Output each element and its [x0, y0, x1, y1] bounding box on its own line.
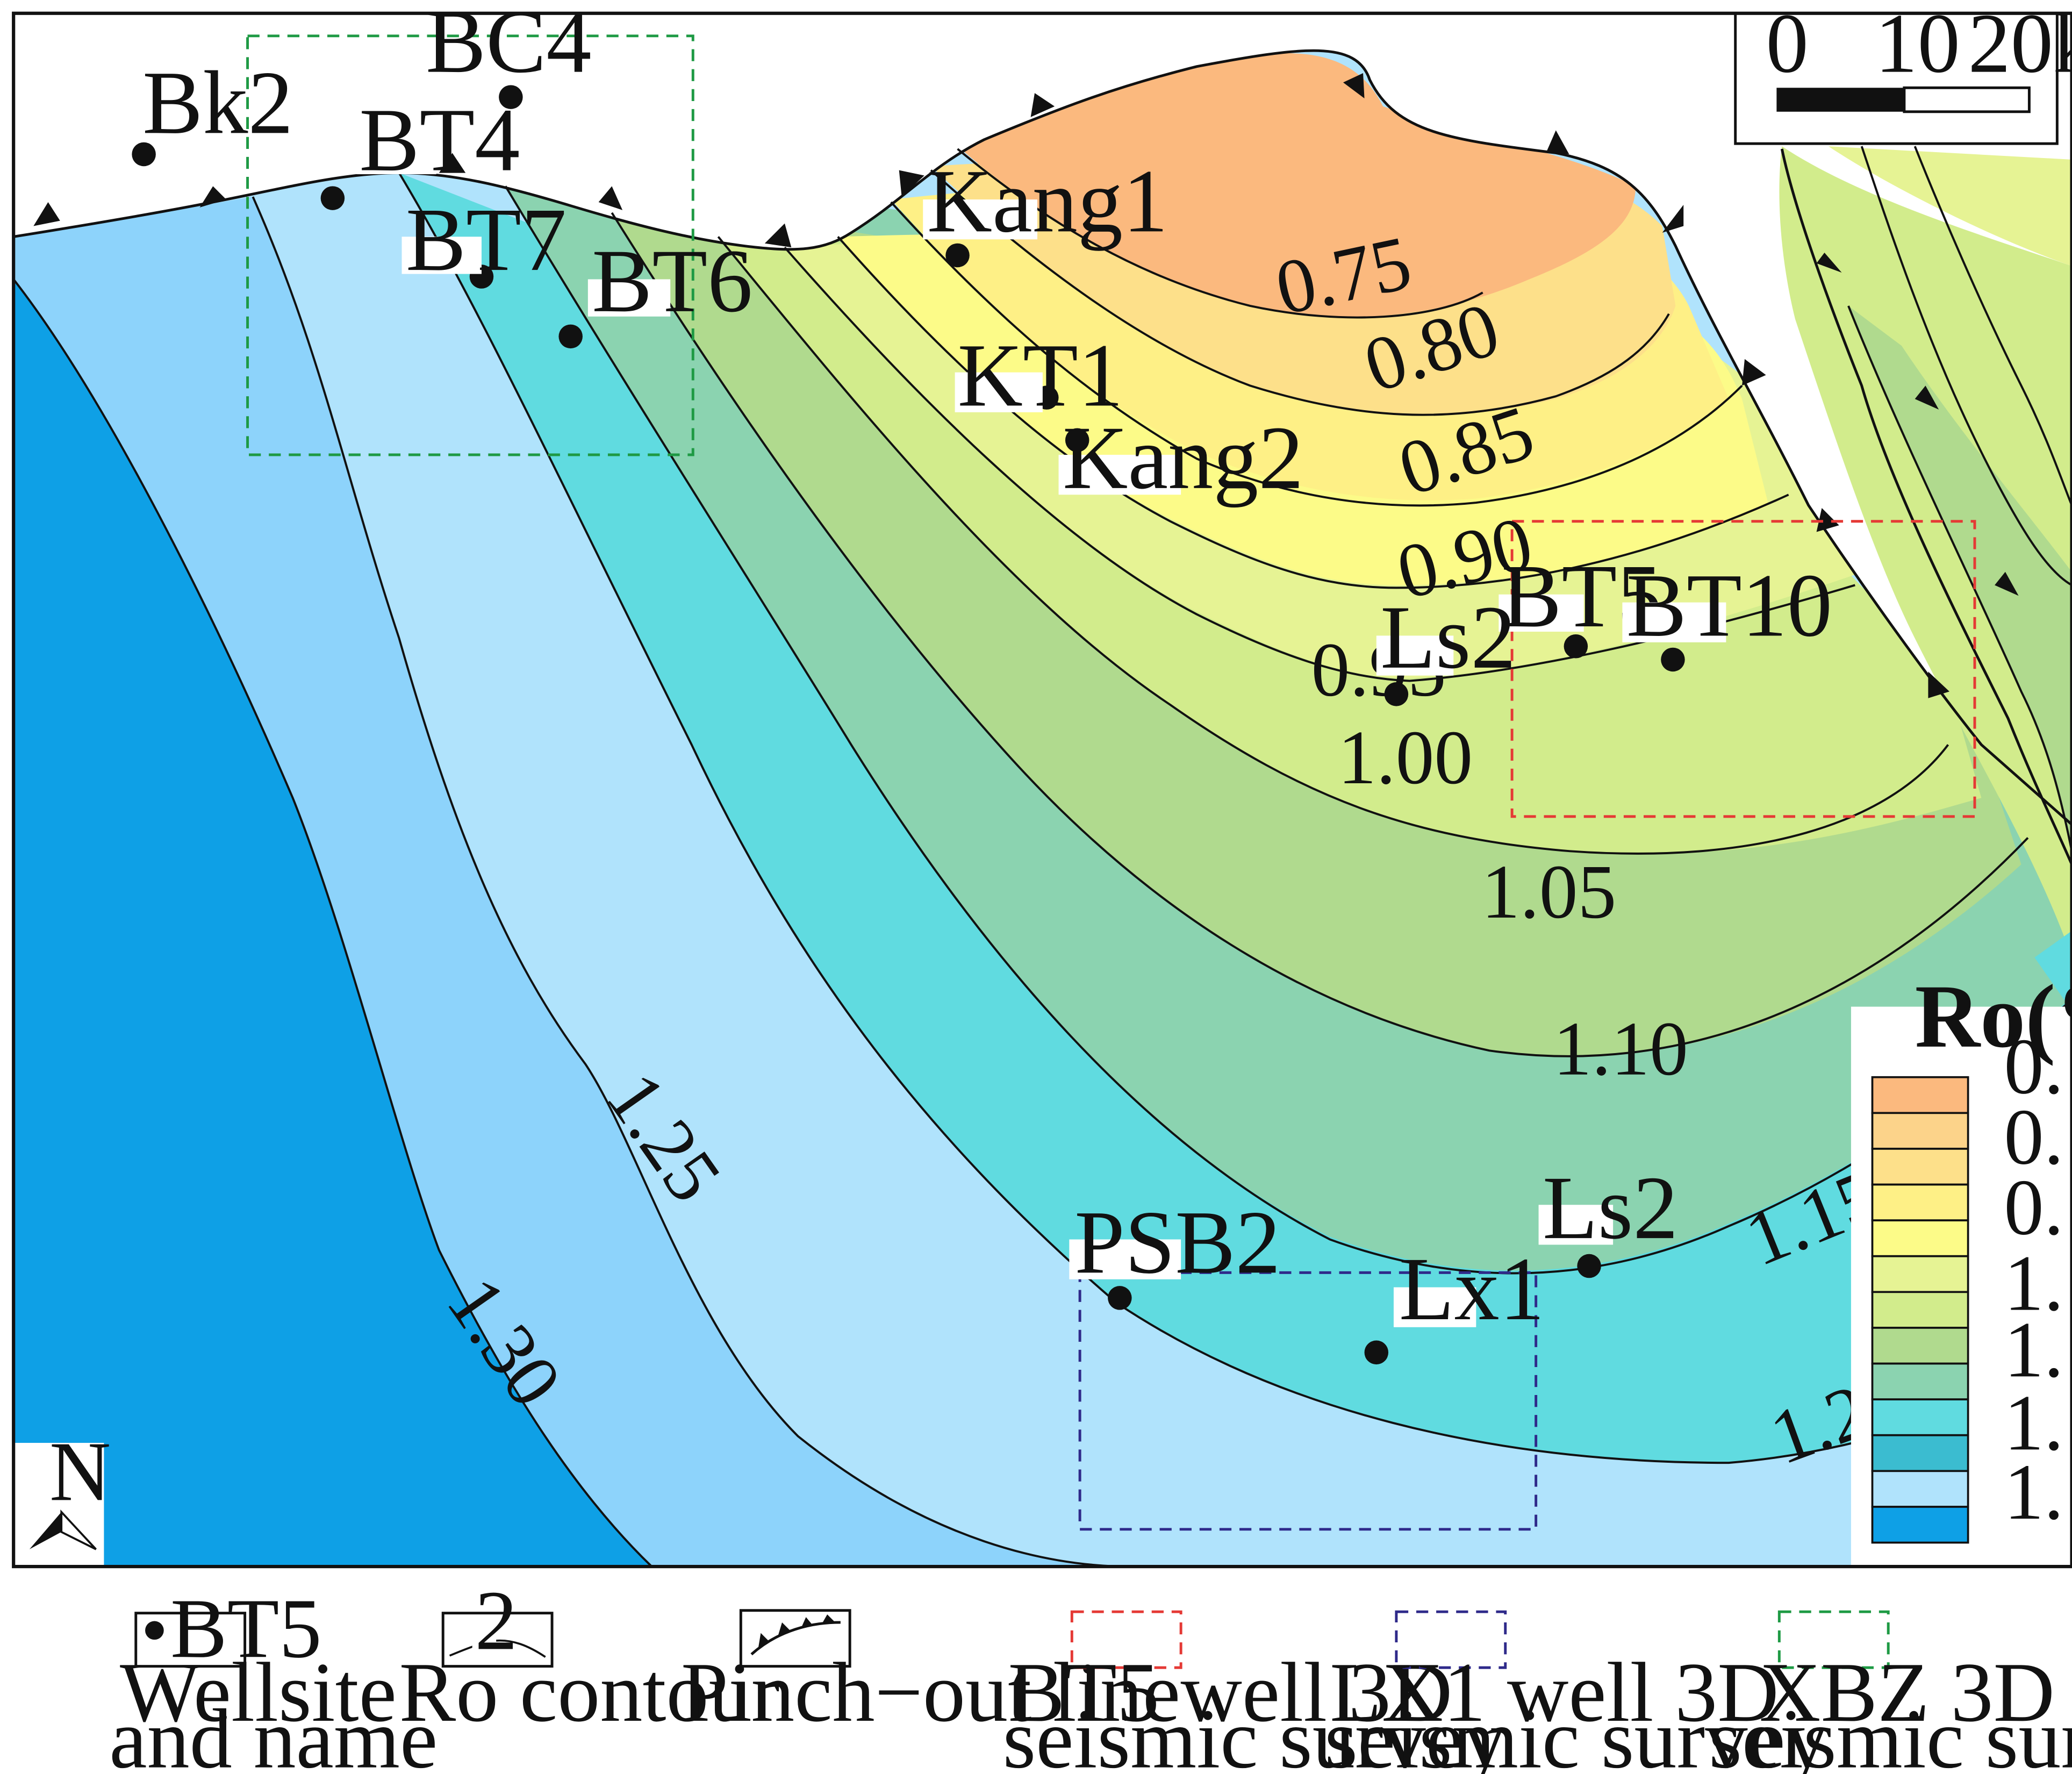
ro-legend-band [1871, 1470, 1969, 1508]
well-label: Kang2 [1063, 408, 1303, 508]
contour-label: 1.00 [1338, 715, 1473, 800]
ro-legend-band [1871, 1219, 1969, 1257]
bt5-3d-survey-outline [1510, 520, 1976, 818]
wellsite-caption-line1: Wellsite [120, 1646, 397, 1740]
well-label: BT10 [1626, 555, 1832, 655]
ro-legend-tick: 0. 9 [2004, 1164, 2072, 1252]
pinch-out-caption: Pinch−out line [681, 1646, 1180, 1740]
bt5-survey-caption-line2: seismic survey [1003, 1692, 1507, 1774]
lx1-survey-caption-line2: seismic survey [1324, 1692, 1828, 1774]
ro-legend-band [1871, 1327, 1969, 1365]
contour-caption: Ro contour [399, 1646, 780, 1740]
well-marker [1384, 682, 1409, 706]
lx1-survey-caption-line1: LX1 well 3D [1330, 1646, 1779, 1740]
well-label: Ls2 [1543, 1158, 1678, 1258]
well-label: PSB2 [1074, 1192, 1280, 1292]
well-marker [320, 186, 345, 210]
scale-label-20km: 20km [1968, 0, 2072, 91]
well-marker [1364, 1340, 1389, 1365]
legend-ro-contour: 2 Ro contour [399, 1573, 780, 1740]
ro-legend-band [1871, 1362, 1969, 1401]
contour-label: 1.05 [1481, 849, 1616, 935]
well-label: KT1 [958, 325, 1123, 425]
contour-label: 1.10 [1553, 1006, 1688, 1092]
ro-legend-title: Ro(%) [1915, 967, 2072, 1067]
well-label: BT4 [359, 90, 520, 190]
well-marker [1577, 1254, 1601, 1278]
contour-sample-label: 2 [475, 1573, 518, 1668]
well-label: BT7 [406, 190, 567, 290]
ro-legend-tick: 1. 2 [2004, 1379, 2072, 1467]
ro-legend-band [1871, 1076, 1969, 1114]
xbz-3d-survey-outline [246, 34, 694, 456]
legend-lx1-survey: LX1 well 3D seismic survey [1324, 1610, 1828, 1774]
symbol-legend: BT5 Wellsite and name 2 Ro contour Pinch… [109, 1573, 2072, 1774]
well-label: Bk2 [142, 53, 293, 153]
well-label: BT6 [592, 231, 752, 331]
ro-legend-band [1871, 1255, 1969, 1293]
well-label: Lx1 [1399, 1239, 1545, 1339]
bt5-survey-caption-line1: BT5 well 3D [1008, 1646, 1453, 1740]
well-label: Ls2 [1380, 588, 1516, 688]
ro-legend-tick: 1. 3 [2004, 1448, 2072, 1536]
ro-legend-band [1871, 1183, 1969, 1222]
well-marker [1065, 428, 1089, 453]
ro-legend-band [1871, 1398, 1969, 1436]
ro-legend-tick: 1. 0 [2004, 1240, 2072, 1328]
legend-bt5-survey: BT5 well 3D seismic survey [1003, 1610, 1507, 1774]
ro-color-legend: Ro(%) 0. 7 0. 8 0. 9 1. 0 1. 1 1. 2 1. 3 [1851, 967, 2072, 1565]
scale-bar: 0 10 20km [1734, 0, 2072, 145]
lx1-3d-survey-outline [1078, 1271, 1538, 1531]
wellsite-caption-line2: and name [109, 1692, 438, 1774]
ro-legend-band [1871, 1291, 1969, 1329]
xbz-survey-caption-line2: seismic survey [1709, 1692, 2072, 1774]
ro-legend-band [1871, 1148, 1969, 1186]
well-marker [132, 142, 156, 167]
well-marker [558, 324, 583, 349]
ro-legend-band [1871, 1506, 1969, 1544]
well-marker [1564, 634, 1588, 659]
north-label: N [49, 1425, 111, 1519]
well-marker [945, 243, 970, 268]
ro-legend-band [1871, 1434, 1969, 1472]
xbz-survey-caption-line1: XBZ 3D [1759, 1646, 2055, 1740]
well-label: BC4 [426, 0, 591, 92]
well-label: Kang1 [927, 151, 1168, 251]
wells: Bk2 BC4 BT4 BT7 BT6 Kang1 KT1 Kang2 BT5 … [132, 0, 1832, 1365]
ro-legend-tick: 0. 8 [2004, 1093, 2072, 1182]
well-marker [499, 85, 523, 109]
legend-xbz-survey: XBZ 3D seismic survey [1709, 1610, 2072, 1774]
scale-label-0: 0 [1766, 0, 1809, 91]
legend-wellsite: BT5 Wellsite and name [109, 1582, 438, 1774]
legend-pinch-out: Pinch−out line [681, 1609, 1180, 1740]
well-marker [1661, 647, 1685, 672]
wellsite-sample-label: BT5 [170, 1582, 321, 1676]
ro-legend-tick: 1. 1 [2004, 1306, 2072, 1394]
ro-contour-lines [13, 146, 2072, 1567]
wellsite-symbol-icon [145, 1621, 164, 1640]
ro-legend-band [1871, 1112, 1969, 1150]
north-arrow: N [13, 1425, 111, 1567]
scale-label-10: 10 [1875, 0, 1960, 91]
well-marker [1108, 1286, 1132, 1310]
ro-legend-tick: 0. 7 [2004, 1022, 2072, 1111]
